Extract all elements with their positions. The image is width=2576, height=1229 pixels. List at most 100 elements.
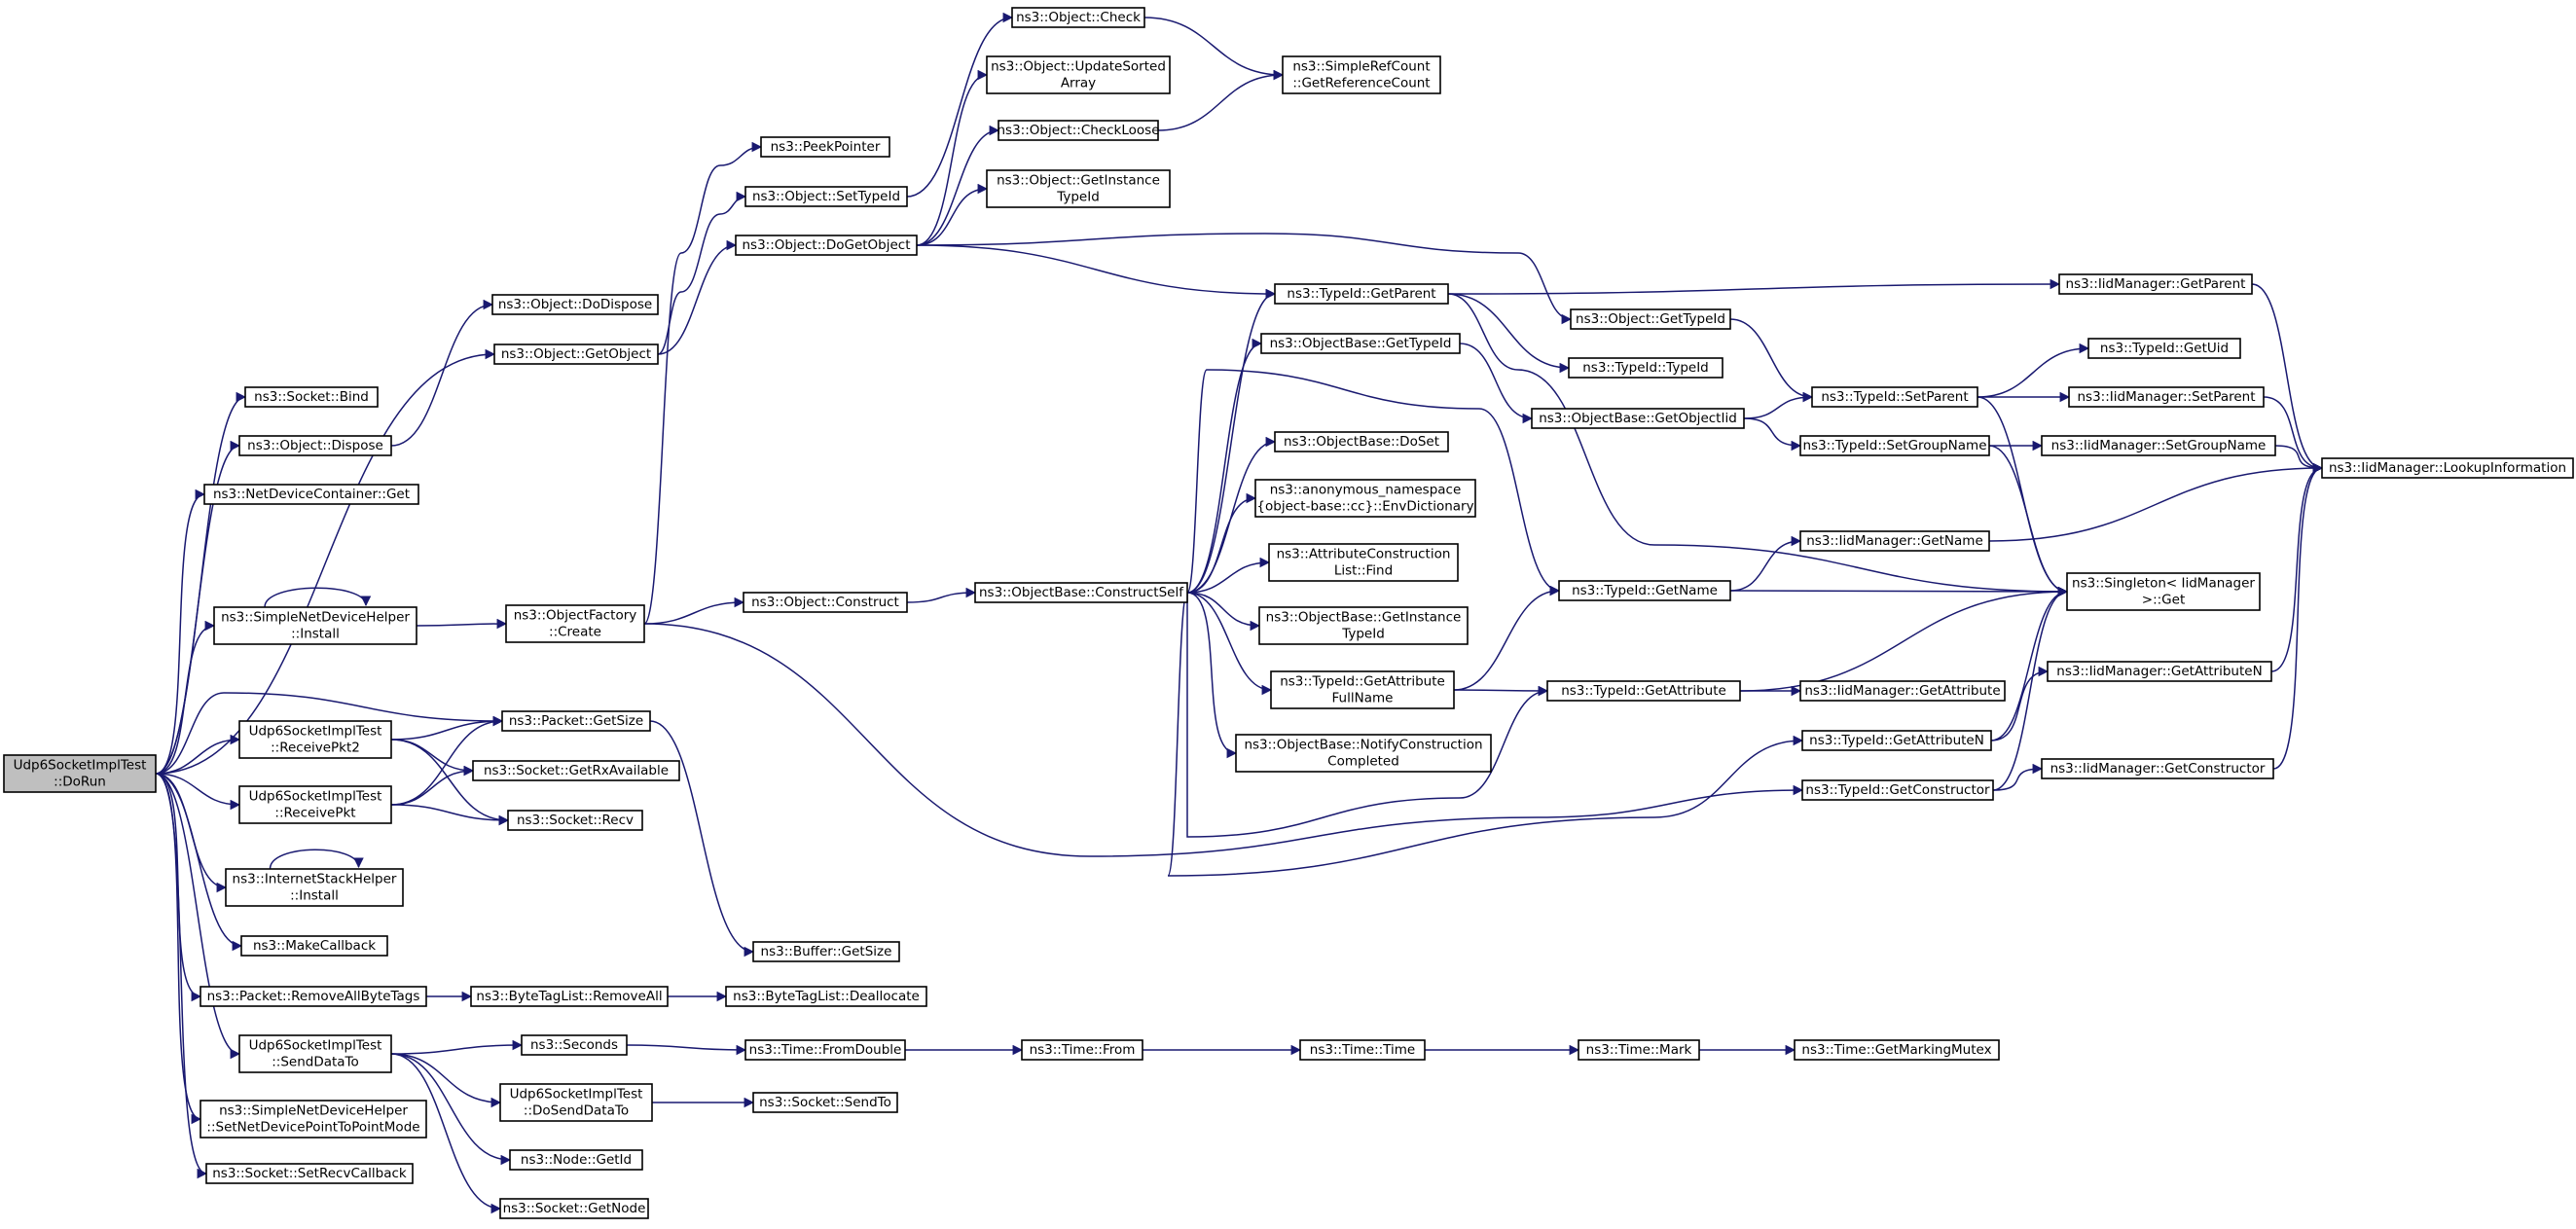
node-iid-getattribute[interactable]: ns3::IidManager::GetAttribute [1799, 680, 2006, 702]
node-recvpkt[interactable]: Udp6SocketImplTest::ReceivePkt [238, 785, 392, 824]
node-node-getid[interactable]: ns3::Node::GetId [509, 1149, 643, 1171]
node-sndh-setp2p[interactable]: ns3::SimpleNetDeviceHelper::SetNetDevice… [200, 1100, 427, 1139]
node-dosenddatato[interactable]: Udp6SocketImplTest::DoSendDataTo [499, 1083, 653, 1122]
node-box [1578, 1039, 1700, 1061]
node-object-dispose[interactable]: ns3::Object::Dispose [238, 435, 392, 456]
node-recvpkt2[interactable]: Udp6SocketImplTest::ReceivePkt2 [238, 720, 392, 759]
node-object-dodispose[interactable]: ns3::Object::DoDispose [491, 294, 659, 315]
call-edge-objfactory_create-to-peekpointer [643, 141, 763, 625]
node-object-dogetobject[interactable]: ns3::Object::DoGetObject [735, 235, 918, 256]
call-edge-root-to-socket_setrecvcb [155, 773, 208, 1179]
node-btl-deallocate[interactable]: ns3::ByteTagList::Deallocate [725, 986, 927, 1007]
node-senddatato[interactable]: Udp6SocketImplTest::SendDataTo [238, 1034, 392, 1073]
node-btl-removeall[interactable]: ns3::ByteTagList::RemoveAll [470, 986, 669, 1007]
node-socket-bind[interactable]: ns3::Socket::Bind [244, 386, 379, 408]
node-object-gettypeid[interactable]: ns3::Object::GetTypeId [1570, 308, 1731, 330]
node-time-getmarkingmutex[interactable]: ns3::Time::GetMarkingMutex [1794, 1039, 2000, 1061]
node-ndc-get[interactable]: ns3::NetDeviceContainer::Get [203, 484, 419, 505]
node-object-checkloose[interactable]: ns3::Object::CheckLoose [997, 120, 1160, 141]
node-box [974, 582, 1188, 603]
node-object-getobject[interactable]: ns3::Object::GetObject [493, 343, 659, 365]
node-typeid-setgroupname[interactable]: ns3::TypeId::SetGroupName [1799, 435, 1990, 456]
node-socket-sendto[interactable]: ns3::Socket::SendTo [752, 1092, 898, 1113]
node-socket-getrxavail[interactable]: ns3::Socket::GetRxAvailable [472, 760, 680, 781]
node-iid-lookupinfo[interactable]: ns3::IidManager::LookupInformation [2321, 457, 2574, 479]
call-edge-typeid_getparent-to-iid_getparent [1447, 278, 2061, 295]
call-edge-objbase_constructself-to-objbase_gettypeid [1186, 338, 1263, 594]
node-label: ns3::Object::Check [1016, 10, 1141, 25]
node-socket-getnode[interactable]: ns3::Socket::GetNode [499, 1198, 649, 1219]
node-ish-install[interactable]: ns3::InternetStackHelper::Install [225, 868, 404, 907]
node-iid-setgroupname[interactable]: ns3::IidManager::SetGroupName [2041, 435, 2276, 456]
node-seconds[interactable]: ns3::Seconds [521, 1034, 628, 1056]
node-buffer-getsize[interactable]: ns3::Buffer::GetSize [752, 941, 900, 962]
node-label: ns3::Object::CheckLoose [997, 123, 1159, 138]
node-objbase-notifyconstr[interactable]: ns3::ObjectBase::NotifyConstructionCompl… [1235, 734, 1492, 773]
node-time-from[interactable]: ns3::Time::From [1021, 1039, 1143, 1061]
node-peekpointer[interactable]: ns3::PeekPointer [760, 136, 890, 158]
node-label: ns3::Time::From [1030, 1042, 1136, 1058]
node-label: ns3::IidManager::GetName [1806, 533, 1983, 549]
node-iid-getparent[interactable]: ns3::IidManager::GetParent [2058, 273, 2253, 295]
node-typeid-getattribute[interactable]: ns3::TypeId::GetAttribute [1546, 680, 1741, 702]
node-objfactory-create[interactable]: ns3::ObjectFactory::Create [505, 604, 645, 643]
node-objbase-gettypeid[interactable]: ns3::ObjectBase::GetTypeId [1260, 333, 1461, 354]
node-object-construct[interactable]: ns3::Object::Construct [743, 592, 908, 613]
node-box [1799, 435, 1990, 456]
node-socket-recv[interactable]: ns3::Socket::Recv [507, 810, 643, 831]
node-iid-getattributen[interactable]: ns3::IidManager::GetAttributeN [2047, 661, 2272, 682]
node-simplerefcount[interactable]: ns3::SimpleRefCount::GetReferenceCount [1282, 55, 1441, 94]
node-label: TypeId [1056, 190, 1100, 205]
node-root[interactable]: Udp6SocketImplTest::DoRun [3, 754, 157, 793]
node-label: ns3::IidManager::SetGroupName [2051, 438, 2267, 453]
node-packet-removeall[interactable]: ns3::Packet::RemoveAllByteTags [200, 986, 427, 1007]
node-box [1799, 680, 2006, 702]
node-object-settypeid[interactable]: ns3::Object::SetTypeId [744, 186, 908, 207]
node-makecallback[interactable]: ns3::MakeCallback [240, 935, 388, 957]
node-objbase-constructself[interactable]: ns3::ObjectBase::ConstructSelf [974, 582, 1188, 603]
call-edge-object_construct-to-objbase_constructself [906, 587, 977, 603]
node-packet-getsize[interactable]: ns3::Packet::GetSize [501, 710, 651, 732]
node-box [1299, 1039, 1426, 1061]
node-typeid-getuid[interactable]: ns3::TypeId::GetUid [2087, 338, 2241, 359]
node-typeid-getparent[interactable]: ns3::TypeId::GetParent [1274, 283, 1449, 305]
node-label: ns3::TypeId::TypeId [1582, 360, 1709, 376]
node-box [493, 343, 659, 365]
node-objbase-getobjectiid[interactable]: ns3::ObjectBase::GetObjectIid [1531, 408, 1745, 429]
node-label: ns3::Buffer::GetSize [761, 944, 892, 959]
node-object-check[interactable]: ns3::Object::Check [1011, 7, 1145, 28]
call-edge-objbase_constructself-to-objbase_notifyconstr [1186, 592, 1238, 759]
node-typeid-typeid[interactable]: ns3::TypeId::TypeId [1568, 357, 1723, 379]
call-edge-object_dogetobject-to-object_updatesorted [916, 69, 989, 246]
node-typeid-getattributen[interactable]: ns3::TypeId::GetAttributeN [1801, 730, 1992, 751]
node-anon-envdict[interactable]: ns3::anonymous_namespace{object-base::cc… [1254, 479, 1476, 518]
node-time-fromdouble[interactable]: ns3::Time::FromDouble [744, 1039, 906, 1061]
call-edge-objbase_constructself-to-typeid_getattributen [1167, 592, 1804, 877]
node-socket-setrecvcb[interactable]: ns3::Socket::SetRecvCallback [205, 1163, 414, 1184]
node-objbase-doset[interactable]: ns3::ObjectBase::DoSet [1274, 431, 1449, 452]
node-box [1235, 734, 1492, 773]
node-singleton-get[interactable]: ns3::Singleton< IidManager >::Get [2066, 572, 2261, 611]
node-iid-getname[interactable]: ns3::IidManager::GetName [1799, 530, 1990, 552]
node-typeid-setparent[interactable]: ns3::TypeId::SetParent [1811, 386, 1978, 408]
node-time-mark[interactable]: ns3::Time::Mark [1578, 1039, 1700, 1061]
node-time-time[interactable]: ns3::Time::Time [1299, 1039, 1426, 1061]
node-sndh-install[interactable]: ns3::SimpleNetDeviceHelper::Install [213, 606, 417, 645]
call-edge-root-to-sndh_install [155, 620, 216, 775]
node-label: ::GetReferenceCount [1292, 76, 1430, 91]
node-typeid-getconstructor[interactable]: ns3::TypeId::GetConstructor [1801, 779, 1994, 801]
node-label: ns3::Time::Time [1310, 1042, 1415, 1058]
node-label: ns3::Object::DoDispose [498, 297, 652, 312]
node-box [1799, 530, 1990, 552]
node-iid-setparent[interactable]: ns3::IidManager::SetParent [2068, 386, 2265, 408]
call-edge-typeid_setgroupname-to-singleton_get [1988, 445, 2069, 597]
call-edge-objbase_constructself-to-objbase_getinstancetypeid [1186, 592, 1261, 632]
node-iid-getconstructor[interactable]: ns3::IidManager::GetConstructor [2041, 758, 2274, 779]
node-typeid-getname[interactable]: ns3::TypeId::GetName [1558, 580, 1731, 601]
